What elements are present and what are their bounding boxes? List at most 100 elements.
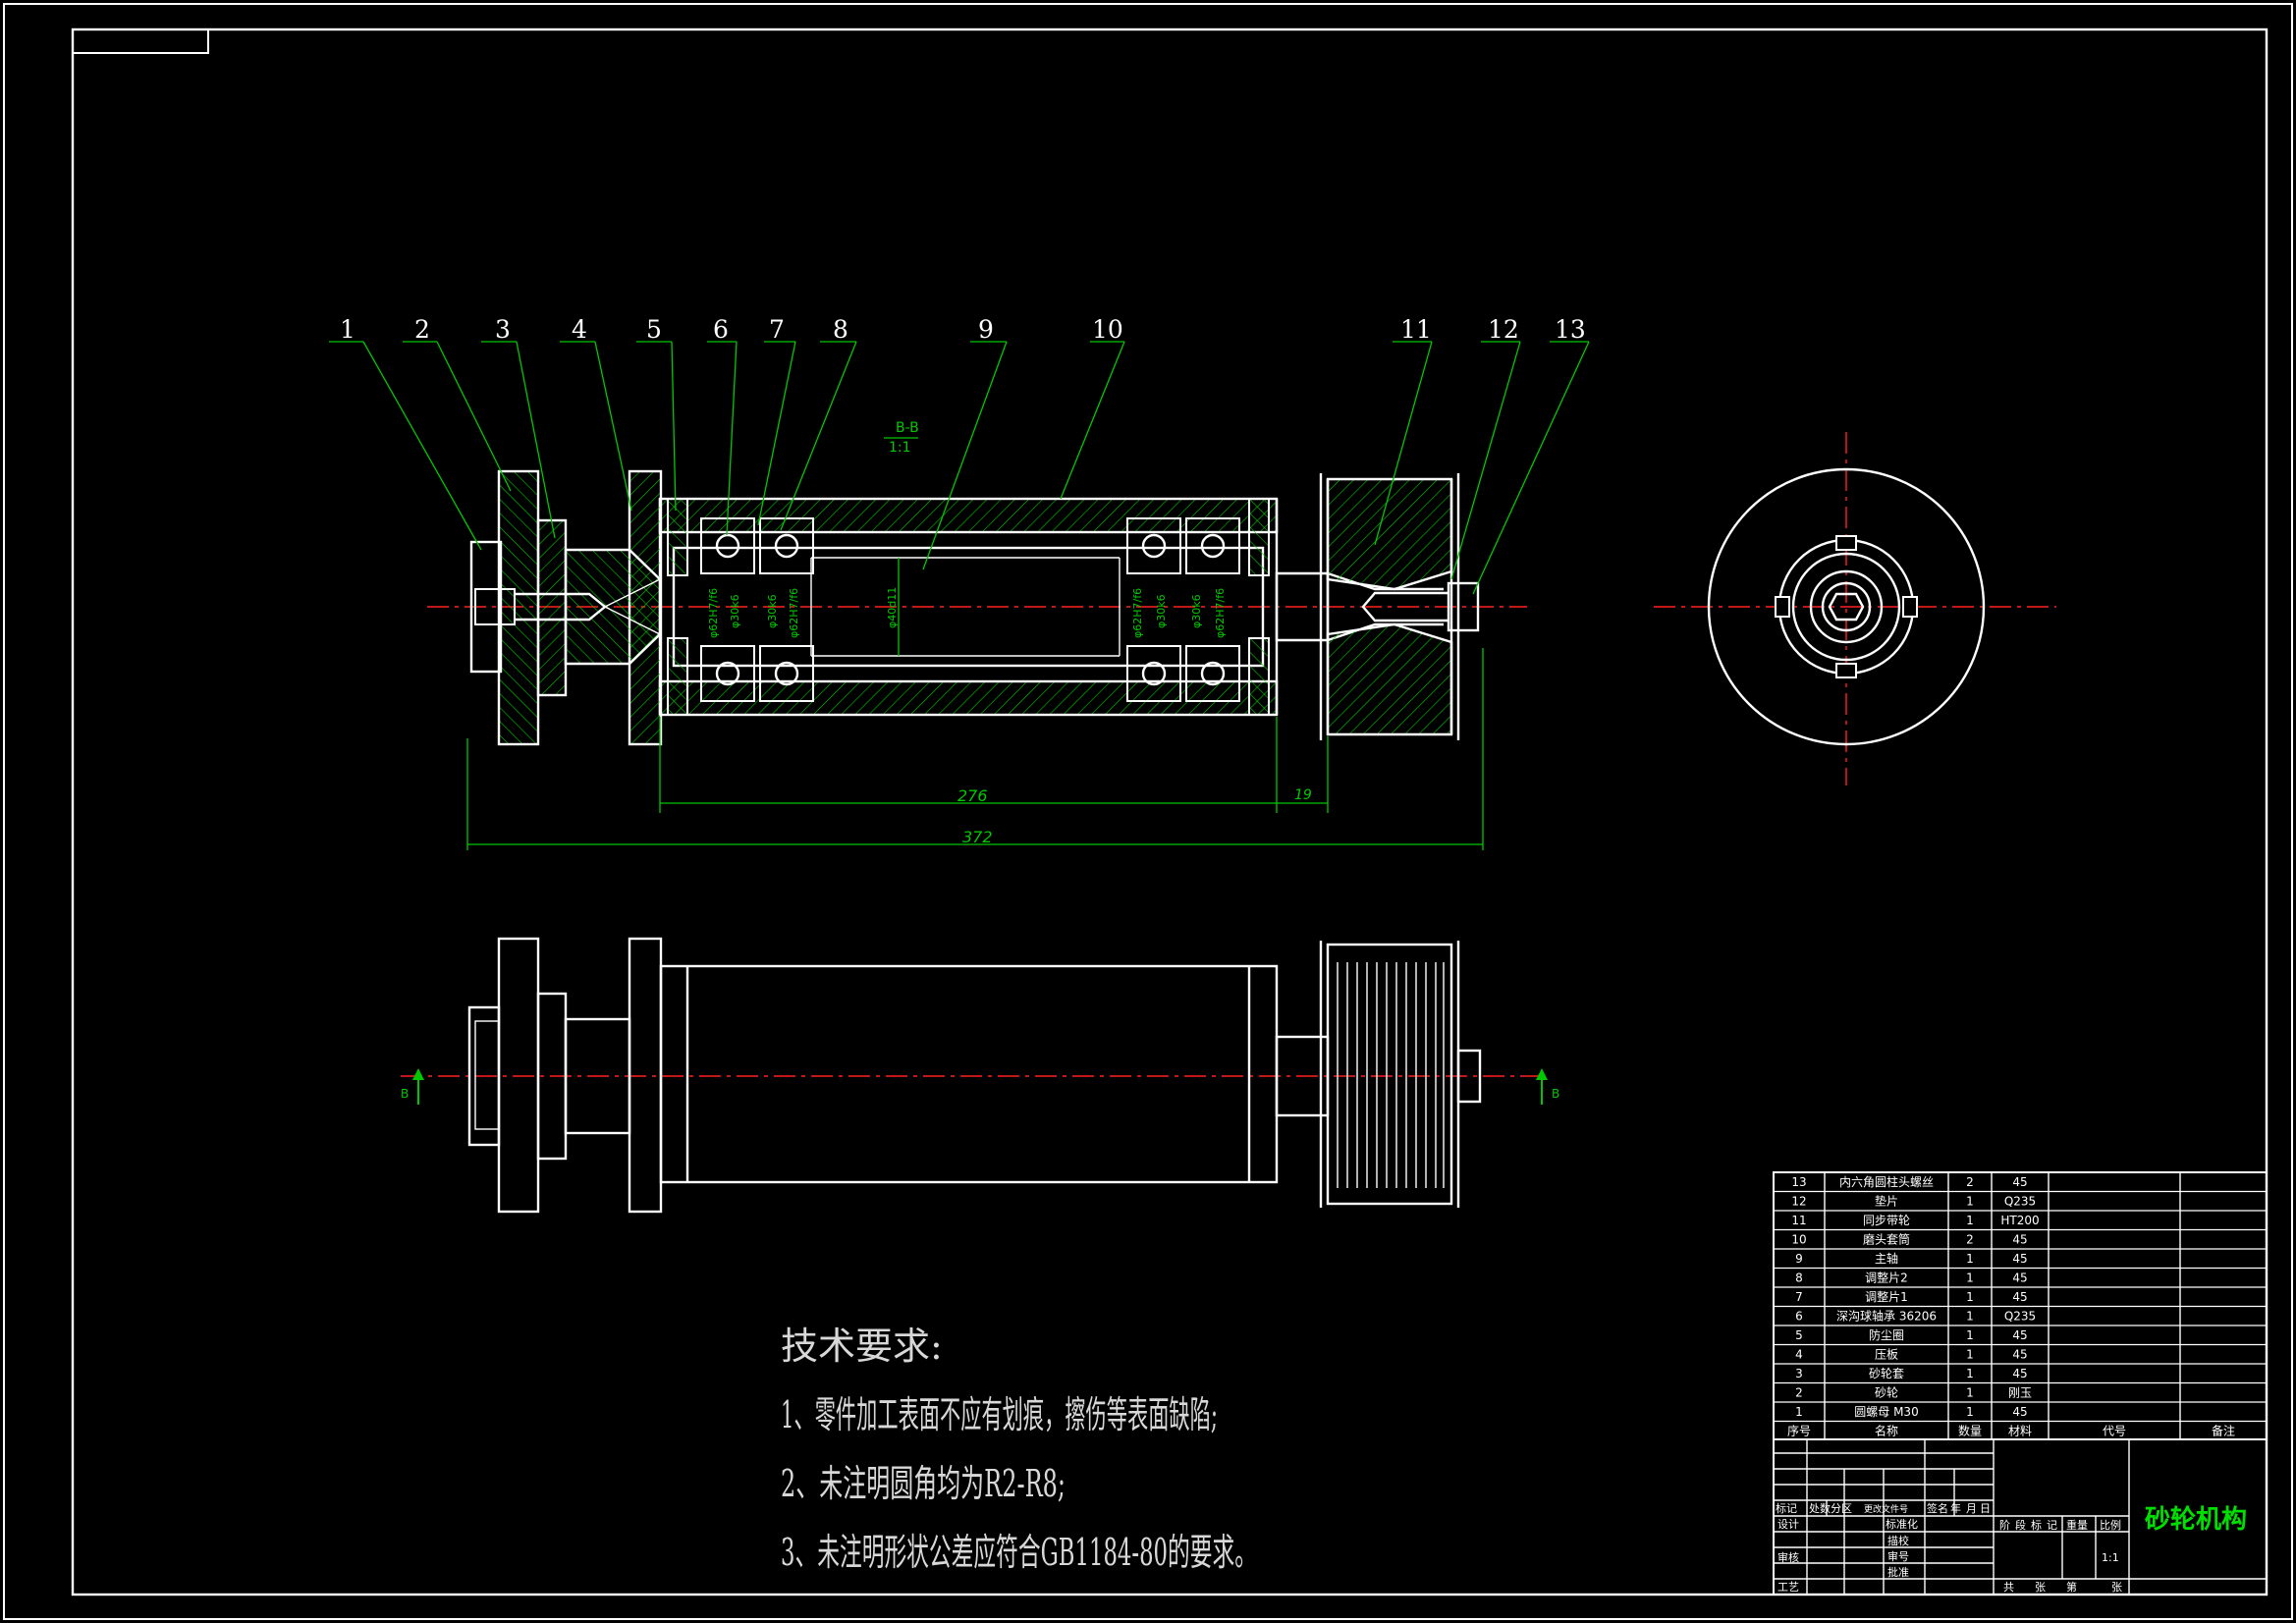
tb-sheet-4: 张 [2111,1581,2122,1594]
drawing-title: 砂轮机构 [2145,1505,2247,1535]
view-mark-right: B [1552,1087,1559,1101]
parts-cell-no: 7 [1795,1290,1803,1304]
parts-cell-no: 1 [1795,1405,1803,1419]
parts-cell-qty: 1 [1966,1195,1974,1209]
parts-cell-qty: 1 [1966,1328,1974,1342]
fit-7: φ30k6 [1155,594,1168,628]
parts-cell-name: 深沟球轴承 36206 [1836,1309,1937,1324]
parts-cell-material: 45 [2012,1328,2027,1342]
parts-cell-material: Q235 [2004,1310,2036,1324]
fit-8: φ30k6 [1190,594,1203,628]
section-label: B-B [896,420,919,436]
parts-cell-qty: 1 [1966,1367,1974,1380]
balloon-10: 10 [1092,315,1123,344]
tb-scale-label: 比例 [2100,1518,2121,1532]
tb-zone: 分区 [1831,1502,1852,1515]
parts-cell-no: 8 [1795,1271,1803,1285]
parts-cell-qty: 1 [1966,1290,1974,1304]
balloon-9: 9 [978,315,994,344]
parts-cell-no: 11 [1791,1214,1806,1227]
parts-cell-material: 45 [2012,1271,2027,1285]
parts-cell-name: 防尘圈 [1869,1327,1904,1342]
parts-cell-name: 砂轮套 [1869,1367,1904,1380]
tech-req-item-1: 1、零件加工表面不应有划痕，擦伤等表面缺陷; [781,1393,1218,1436]
section-view: B-B 1:1 [329,315,1590,850]
bottom-view: B B [401,937,1559,1214]
parts-header-name: 名称 [1875,1424,1898,1438]
parts-cell-qty: 1 [1966,1310,1974,1324]
tb-mark: 标记 [1776,1501,1797,1515]
parts-cell-material: 刚玉 [2008,1386,2032,1400]
balloon-4: 4 [572,315,587,344]
tb-stage-3: 标 [2031,1518,2042,1532]
parts-cell-no: 13 [1791,1175,1806,1189]
parts-cell-qty: 1 [1966,1214,1974,1227]
technical-requirements: 技术要求: 1、零件加工表面不应有划痕，擦伤等表面缺陷; 2、未注明圆角均为R2… [781,1325,1257,1574]
balloon-1: 1 [340,315,355,344]
dim-overall-length: 372 [962,828,993,846]
tb-stage-2: 段 [2015,1518,2026,1532]
parts-cell-name: 内六角圆柱头螺丝 [1839,1174,1934,1189]
tb-drawn: 描校 [1887,1534,1909,1547]
tb-standardize: 标准化 [1886,1517,1918,1531]
balloon-3: 3 [495,315,511,344]
balloon-7: 7 [769,315,785,344]
tb-process: 工艺 [1777,1581,1799,1594]
balloon-2: 2 [414,315,430,344]
tb-stage-1: 阶 [1999,1518,2010,1532]
parts-header-code: 代号 [2103,1425,2126,1438]
inner-frame [71,27,2269,1596]
tb-sheet-2: 张 [2035,1581,2046,1594]
tb-year: 年 [1950,1501,1961,1515]
parts-cell-no: 12 [1791,1195,1806,1209]
parts-cell-name: 调整片1 [1865,1289,1908,1304]
tb-count: 处数 [1809,1502,1831,1515]
view-mark-left: B [401,1087,409,1101]
parts-cell-qty: 2 [1966,1233,1974,1247]
tb-approve: 批准 [1887,1565,1909,1579]
tb-review: 审核 [1777,1550,1799,1564]
tb-month: 月 [1966,1502,1977,1515]
parts-cell-no: 10 [1791,1233,1806,1247]
parts-cell-material: 45 [2012,1405,2027,1419]
tech-req-item-2: 2、未注明圆角均为R2-R8; [781,1462,1066,1505]
parts-cell-qty: 1 [1966,1271,1974,1285]
parts-cell-name: 调整片2 [1865,1271,1908,1285]
tb-sheet-1: 共 [2003,1581,2014,1594]
parts-header-no: 序号 [1787,1424,1811,1438]
parts-cell-name: 主轴 [1875,1251,1898,1266]
section-scale-label: 1:1 [889,440,911,456]
parts-cell-qty: 2 [1966,1175,1974,1189]
balloon-12: 12 [1488,315,1519,344]
parts-cell-no: 5 [1795,1328,1803,1342]
tb-check: 审号 [1887,1549,1909,1563]
parts-cell-material: 45 [2012,1233,2027,1247]
parts-cell-name: 压板 [1875,1348,1898,1362]
parts-cell-name: 同步带轮 [1863,1214,1910,1227]
parts-cell-material: 45 [2012,1348,2027,1362]
tb-change-doc: 更改文件号 [1864,1503,1908,1515]
balloon-8: 8 [833,315,848,344]
parts-cell-material: 45 [2012,1175,2027,1189]
tb-sheet-3: 第 [2066,1580,2077,1594]
fit-2: φ30k6 [729,594,741,628]
dim-offset: 19 [1294,787,1312,803]
parts-cell-qty: 1 [1966,1252,1974,1266]
parts-header-material: 材料 [2008,1425,2032,1438]
fit-5: φ40d11 [886,587,899,628]
parts-cell-no: 9 [1795,1252,1803,1266]
tb-design: 设计 [1777,1518,1799,1531]
dim-inner-length: 276 [957,786,988,805]
parts-cell-material: HT200 [2000,1214,2039,1227]
parts-cell-material: 45 [2012,1290,2027,1304]
parts-cell-name: 砂轮 [1875,1386,1898,1400]
title-block: 砂轮机构 标记 处数 分区 更改文件号 签名 年 月 日 设计 标准化 描校 审… [1773,1438,2268,1596]
parts-cell-no: 3 [1795,1367,1803,1380]
parts-cell-material: Q235 [2004,1195,2036,1209]
fit-3: φ30k6 [766,594,779,628]
side-view [1654,432,2056,785]
parts-cell-no: 6 [1795,1310,1803,1324]
balloon-13: 13 [1555,315,1586,344]
tb-weight-label: 重量 [2066,1518,2088,1532]
